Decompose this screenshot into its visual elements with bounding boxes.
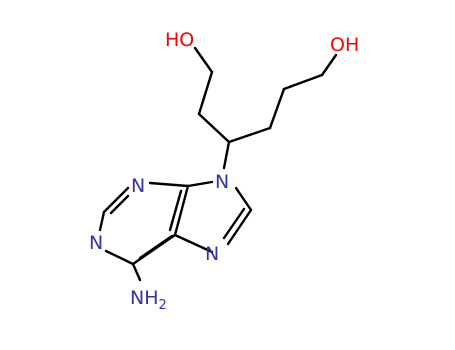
bond-n1-c6 xyxy=(104,249,135,266)
bond-n3-c2-double xyxy=(109,194,130,215)
bond-c1-c2 xyxy=(197,70,214,116)
bond-n7-c5a xyxy=(173,233,214,254)
bond-c3-c4 xyxy=(227,126,272,144)
bond-c6-amine xyxy=(131,262,142,282)
bond-c6-c5a-double xyxy=(138,234,174,260)
bond-c4-c5 xyxy=(268,87,286,130)
bond-c3-n9 xyxy=(222,140,231,170)
bond-o1-c1 xyxy=(193,46,214,74)
bond-c4a-c5a-double xyxy=(168,189,183,232)
bond-c4a-c5a xyxy=(173,184,190,237)
amine-label: NH2 xyxy=(130,287,167,313)
bond-c4a-n3 xyxy=(148,181,190,188)
bond-c6-o2 xyxy=(320,53,338,77)
n3-label: N xyxy=(131,175,145,197)
bond-c8-n7-double xyxy=(222,207,246,240)
n7-label: N xyxy=(205,243,219,265)
n1-label: N xyxy=(89,232,103,254)
amine-subscript-label: 2 xyxy=(159,298,167,313)
bond-c2-c3 xyxy=(197,112,231,144)
bond-c8-n7 xyxy=(226,208,253,246)
bond-n9-c4a xyxy=(186,180,214,188)
bond-n3-c2 xyxy=(102,186,130,214)
bond-n9-c8 xyxy=(234,186,253,212)
hydroxyl-label-right: OH xyxy=(330,34,359,56)
amine-main-label: NH xyxy=(130,287,159,309)
hydroxyl-label-left: HO xyxy=(165,29,194,51)
bond-c5-c6 xyxy=(282,73,324,91)
bond-c2-n1 xyxy=(98,210,106,232)
n9-label: N xyxy=(215,171,229,193)
